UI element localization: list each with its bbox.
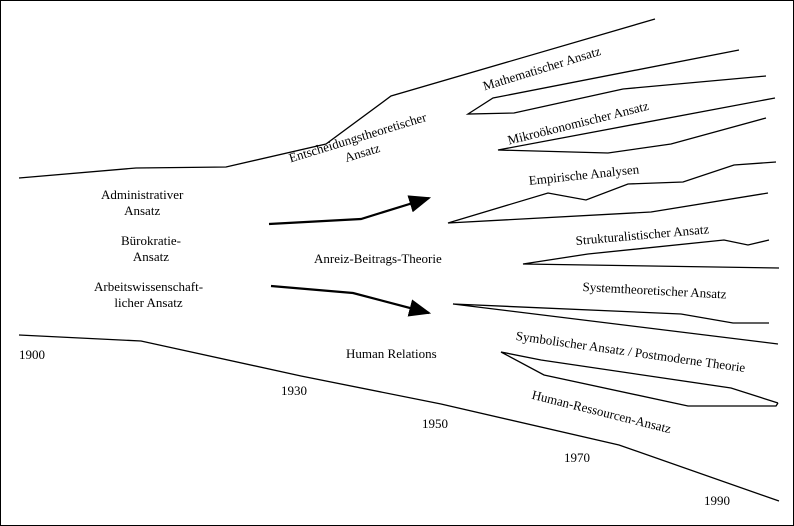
upper-boundary-line: [18, 18, 656, 179]
label-arbeitswissenschaft: Arbeitswissenschaft- licher Ansatz: [94, 279, 203, 312]
math-micro-branch-upper: [465, 49, 767, 115]
micro-branch: [497, 97, 776, 154]
label-administrativ: Administrativer Ansatz: [101, 187, 183, 220]
systems-branch: [452, 303, 779, 345]
year-1930: 1930: [281, 383, 307, 398]
year-1950: 1950: [422, 416, 448, 431]
year-1970: 1970: [564, 450, 590, 465]
year-1900: 1900: [19, 347, 45, 362]
empirical-branch: [447, 161, 777, 224]
label-line: Bürokratie-: [121, 233, 181, 248]
label-line: Ansatz: [124, 203, 161, 219]
label-line: Arbeitswissenschaft-: [94, 279, 204, 294]
arrow-upper: [268, 195, 432, 226]
label-human-relations: Human Relations: [346, 346, 437, 361]
lower-boundary-line: [18, 334, 780, 502]
year-1990: 1990: [704, 493, 730, 508]
arrow-lower: [270, 284, 432, 317]
structuralist-branch: [522, 239, 780, 269]
label-line: licher Ansatz: [114, 295, 183, 311]
label-anreiz: Anreiz-Beitrags-Theorie: [314, 251, 442, 266]
label-buerokratie: Bürokratie- Ansatz: [121, 233, 181, 266]
label-line: Administrativer: [101, 187, 184, 202]
label-line: Ansatz: [132, 249, 170, 265]
symbolic-branch: [500, 351, 779, 407]
